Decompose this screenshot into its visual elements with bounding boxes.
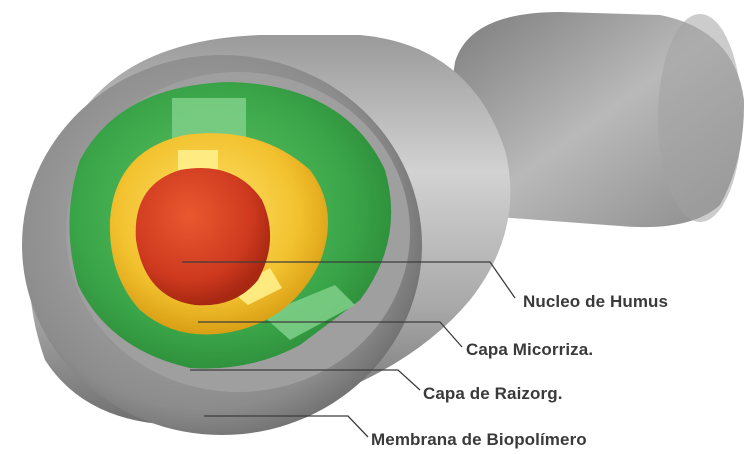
label-membrana-de-biopolimero: Membrana de Biopolímero (371, 430, 587, 450)
humus-core (136, 168, 270, 305)
label-capa-de-raizorg: Capa de Raizorg. (423, 384, 563, 404)
label-nucleo-de-humus: Nucleo de Humus (523, 292, 668, 312)
front-capsule-segment (22, 35, 510, 435)
label-capa-micorriza: Capa Micorriza. (466, 340, 593, 360)
